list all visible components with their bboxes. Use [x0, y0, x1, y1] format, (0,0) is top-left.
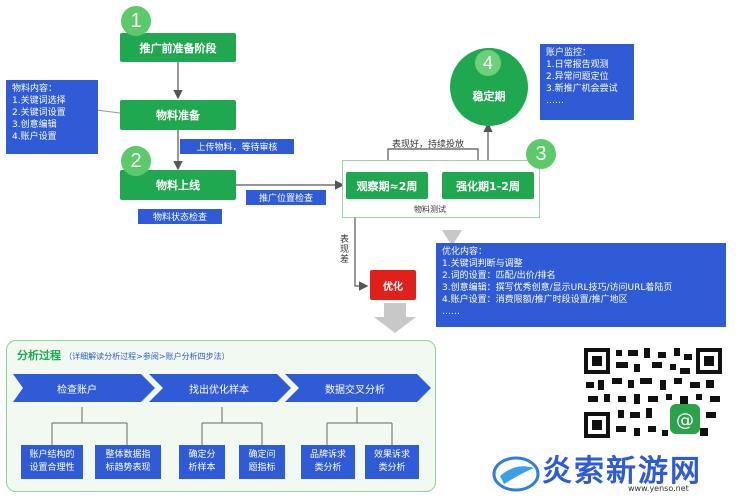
status-check-text: 物料状态检查 — [152, 213, 207, 223]
note-line: 3.新推广机会尝试 — [546, 84, 618, 94]
position-check-text: 推广位置检查 — [258, 194, 313, 204]
note-line: 1.关键词判断与调整 — [442, 259, 523, 269]
note-line: 1.关键词选择 — [12, 96, 66, 106]
svg-text:@: @ — [676, 410, 694, 431]
step-3-number: 3 — [535, 142, 547, 165]
step-2-number: 2 — [130, 149, 142, 172]
note-line: 2.关键词设置 — [12, 108, 66, 118]
leaf-brand-analysis: 品牌诉求 类分析 — [301, 445, 355, 479]
brand-name-text: 炎索新游网 — [542, 454, 702, 489]
step-prep-box: 推广前准备阶段 — [120, 33, 236, 62]
upload-note-text: 上传物料，等待审核 — [196, 143, 278, 153]
brand-url-text: www.yenso.net — [628, 484, 689, 493]
step-prep-label: 推广前准备阶段 — [139, 41, 217, 55]
leaf-text: 品牌诉求 类分析 — [309, 450, 346, 473]
note-line: 3.创意编辑 — [12, 120, 57, 130]
phase-text: 数据交叉分析 — [325, 385, 385, 396]
note-line: 4.账户设置：消费限额/推广时段设置/推广地区 — [442, 295, 628, 305]
strengthen-period-label: 强化期1-2周 — [456, 179, 520, 193]
step-4-number: 4 — [482, 52, 493, 73]
material-prep-label: 物料准备 — [156, 109, 200, 122]
leaf-text: 确定问 题指标 — [248, 450, 276, 473]
good-performance-label: 表现好，持续投放 — [392, 137, 464, 150]
leaf-overall-trend: 整体数据指 标趋势表现 — [95, 445, 161, 479]
step-4-badge: 4 — [475, 50, 501, 76]
phase-label-cross-analysis: 数据交叉分析 — [325, 381, 385, 396]
leaf-determine-sample: 确定分 析样本 — [179, 445, 225, 479]
brand-name: 炎索新游网 — [542, 446, 702, 490]
leaf-text: 账户结构的 设置合理性 — [29, 450, 75, 473]
observe-period-label: 观察期≈2周 — [356, 179, 418, 193]
brand-logo: 炎索新游网 www.yenso.net — [490, 444, 728, 496]
optimize-content-note: 优化内容： 1.关键词判断与调整 2.词的设置：匹配/出价/排名 3.创意编辑：… — [436, 243, 726, 327]
step-1-badge: 1 — [121, 6, 151, 36]
note-line: 物料内容： — [12, 84, 58, 94]
phase-text: 找出优化样本 — [189, 385, 249, 396]
analysis-title: 分析过程 — [17, 349, 61, 362]
good-performance-text: 表现好，持续投放 — [392, 140, 465, 150]
material-content-note: 物料内容： 1.关键词选择 2.关键词设置 3.创意编辑 4.账户设置 — [6, 80, 98, 154]
position-check-note: 推广位置检查 — [246, 190, 326, 205]
leaf-effect-analysis: 效果诉求 类分析 — [365, 445, 419, 479]
material-test-text: 物料测试 — [414, 205, 446, 214]
note-line: 2.词的设置：匹配/出价/排名 — [442, 271, 556, 281]
leaf-account-structure: 账户结构的 设置合理性 — [21, 445, 83, 479]
step-2-badge: 2 — [121, 146, 151, 176]
note-line: 1.日常报告观测 — [546, 60, 609, 70]
note-line: …… — [442, 307, 460, 317]
note-line: …… — [546, 96, 564, 106]
qr-pattern: @ — [582, 346, 724, 440]
observe-period-box: 观察期≈2周 — [346, 172, 428, 199]
upload-note: 上传物料，等待审核 — [180, 139, 294, 154]
brand-url: www.yenso.net — [628, 484, 689, 493]
analysis-subtitle: （详细解读分析过程>参阅>账户分析四步法） — [64, 352, 230, 361]
material-test-label: 物料测试 — [414, 204, 446, 215]
note-line: 4.账户设置 — [12, 132, 57, 142]
account-monitor-note: 账户监控： 1.日常报告观测 2.异常问题定位 3.新推广机会尝试 …… — [540, 44, 634, 120]
status-check-note: 物料状态检查 — [138, 209, 222, 224]
qr-code-image: @ — [582, 346, 724, 440]
note-line: 优化内容： — [442, 247, 488, 257]
material-prep-box: 物料准备 — [120, 100, 236, 130]
phase-tree-lines — [51, 407, 393, 445]
leaf-text: 确定分 析样本 — [188, 450, 216, 473]
strengthen-period-box: 强化期1-2周 — [442, 172, 534, 199]
stable-period-label: 稳定期 — [472, 90, 506, 103]
phase-label-find-samples: 找出优化样本 — [189, 381, 249, 396]
poor-performance-text: 表现差 — [338, 234, 348, 264]
step-1-number: 1 — [130, 9, 142, 32]
material-online-label: 物料上线 — [156, 179, 200, 192]
phase-label-check-account: 检查账户 — [57, 381, 97, 396]
poor-performance-label: 表现差 — [337, 234, 350, 264]
brand-swoosh-icon — [492, 456, 540, 492]
analysis-header: 分析过程 （详细解读分析过程>参阅>账户分析四步法） — [17, 347, 230, 363]
note-line: 3.创意编辑：撰写优秀创意/显示URL技巧/访问URL着陆页 — [442, 283, 673, 293]
phase-chevrons — [13, 374, 431, 402]
leaf-text: 整体数据指 标趋势表现 — [105, 450, 151, 473]
optimize-label: 优化 — [383, 281, 403, 293]
note-line: 账户监控： — [546, 48, 592, 58]
note-line: 2.异常问题定位 — [546, 72, 609, 82]
analysis-panel: 分析过程 （详细解读分析过程>参阅>账户分析四步法） 检查账户 找出优化样本 数… — [6, 340, 436, 492]
phase-text: 检查账户 — [57, 385, 97, 396]
optimize-box: 优化 — [370, 270, 416, 300]
leaf-determine-metric: 确定问 题指标 — [239, 445, 285, 479]
step-3-badge: 3 — [526, 139, 556, 169]
leaf-text: 效果诉求 类分析 — [373, 450, 410, 473]
